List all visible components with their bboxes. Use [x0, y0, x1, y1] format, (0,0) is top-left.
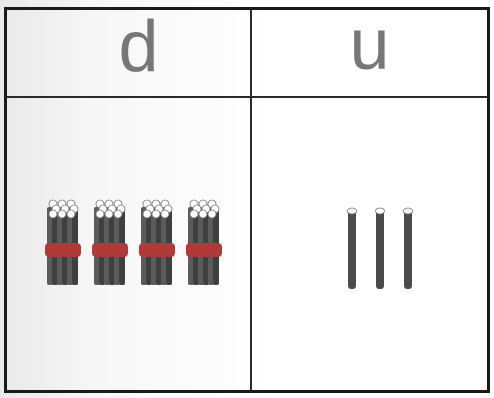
tens-bundles [45, 197, 235, 289]
tens-bundle [45, 200, 81, 285]
bundle-stick-tip [152, 210, 160, 218]
bundle-stick-tip [105, 210, 113, 218]
unit-rod [348, 209, 356, 289]
bundle-band [186, 243, 222, 257]
tens-bundle [186, 200, 222, 285]
unit-rod-tip [404, 208, 413, 214]
unit-rods [344, 203, 416, 291]
tens-header: d [7, 10, 250, 96]
bundle-stick-tip [161, 210, 169, 218]
bundle-band [139, 243, 175, 257]
bundle-stick-tip [199, 210, 207, 218]
bundle-stick-tip [49, 210, 57, 218]
bundle-stick-tip [67, 210, 75, 218]
bundle-stick-tip [143, 210, 151, 218]
bundle-band [45, 243, 81, 257]
bundle-stick-tip [58, 210, 66, 218]
unit-rod [376, 209, 384, 289]
unit-rod [404, 209, 412, 289]
tens-cell [7, 98, 250, 390]
place-value-table: d u [4, 7, 490, 393]
bundle-stick-tip [96, 210, 104, 218]
bundle-stick-tip [208, 210, 216, 218]
unit-rod-tip [348, 208, 357, 214]
bundle-band [92, 243, 128, 257]
tens-bundle [139, 200, 175, 285]
bundle-stick-tip [114, 210, 122, 218]
tens-bundle [92, 200, 128, 285]
units-cell [252, 98, 487, 390]
units-header-label: u [349, 9, 389, 81]
units-header: u [252, 10, 487, 96]
bundle-stick-tip [190, 210, 198, 218]
unit-rod-tip [376, 208, 385, 214]
tens-header-label: d [118, 11, 158, 83]
